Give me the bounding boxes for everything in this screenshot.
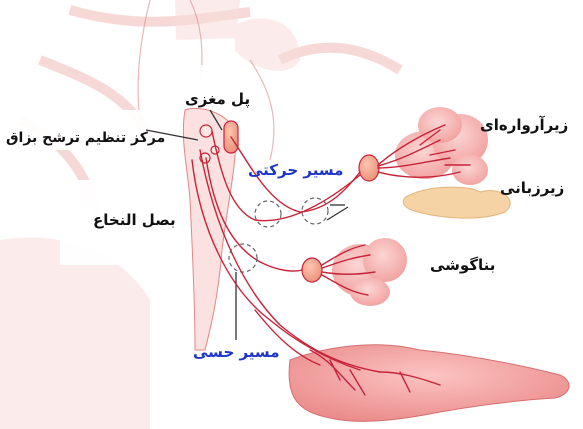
submandibular-label: زیرآرواره‌ای	[480, 118, 568, 133]
parotid-label: بناگوشی	[430, 258, 495, 273]
sensory-path-label: مسیر حسی	[193, 345, 279, 360]
ganglion-motor-lower	[302, 258, 322, 282]
ganglion-motor-upper	[359, 155, 379, 181]
pons-label: پل مغزی	[185, 92, 250, 107]
salivary-center-label: مرکز تنظیم ترشح بزاق	[6, 131, 165, 145]
parotid-gland	[332, 238, 407, 306]
sublingual-label: زیرزبانی	[500, 181, 564, 196]
tongue	[289, 345, 569, 422]
motor-path-label: مسیر حرکتی	[248, 163, 343, 178]
sublingual-gland	[403, 187, 510, 218]
medulla-label: بصل النخاع	[93, 213, 176, 228]
salivary-nucleus-upper	[200, 125, 212, 137]
submandibular-gland	[395, 107, 488, 185]
brainstem	[183, 108, 238, 350]
